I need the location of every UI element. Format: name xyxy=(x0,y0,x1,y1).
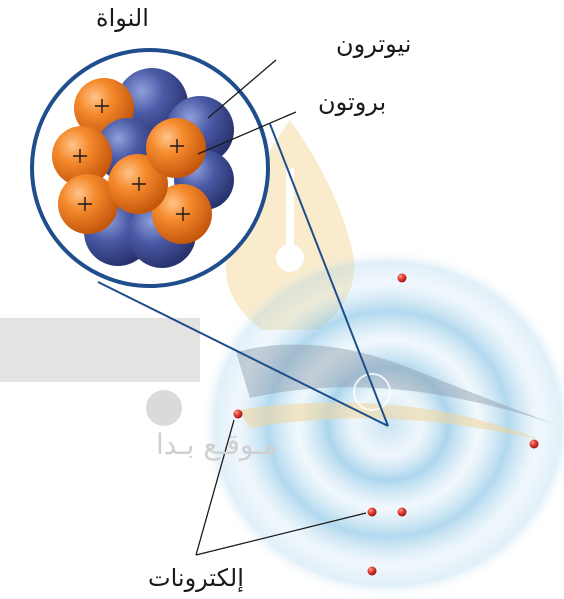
label-electrons: إلكترونات xyxy=(148,564,244,592)
electron xyxy=(367,566,377,576)
nucleus xyxy=(52,68,234,268)
neutron-leader-line xyxy=(207,59,277,119)
watermark-swoosh xyxy=(236,344,560,440)
electron xyxy=(367,507,377,517)
electron xyxy=(397,273,407,283)
label-nucleus: النواة xyxy=(96,4,149,32)
watermark-pen-slit xyxy=(286,168,294,248)
watermark-dot xyxy=(146,390,182,426)
watermark-bar-shape xyxy=(0,318,200,382)
electrons xyxy=(233,273,539,576)
label-proton: بروتون xyxy=(318,88,387,116)
electron xyxy=(233,409,243,419)
electron-leader-line xyxy=(195,419,235,556)
watermark-pen-hole xyxy=(276,244,304,272)
watermark-text: مـوقـع بـدا xyxy=(156,428,278,461)
electron xyxy=(397,507,407,517)
proton-leader-line xyxy=(197,111,297,155)
magnifier-circle xyxy=(30,48,270,288)
electron-leader-line xyxy=(195,512,367,556)
label-neutron: نيوترون xyxy=(336,30,412,58)
plus-signs xyxy=(73,99,190,221)
proton xyxy=(146,118,206,178)
zoom-line-lower xyxy=(97,281,389,427)
zoom-line-upper xyxy=(269,123,389,427)
electron xyxy=(529,439,539,449)
